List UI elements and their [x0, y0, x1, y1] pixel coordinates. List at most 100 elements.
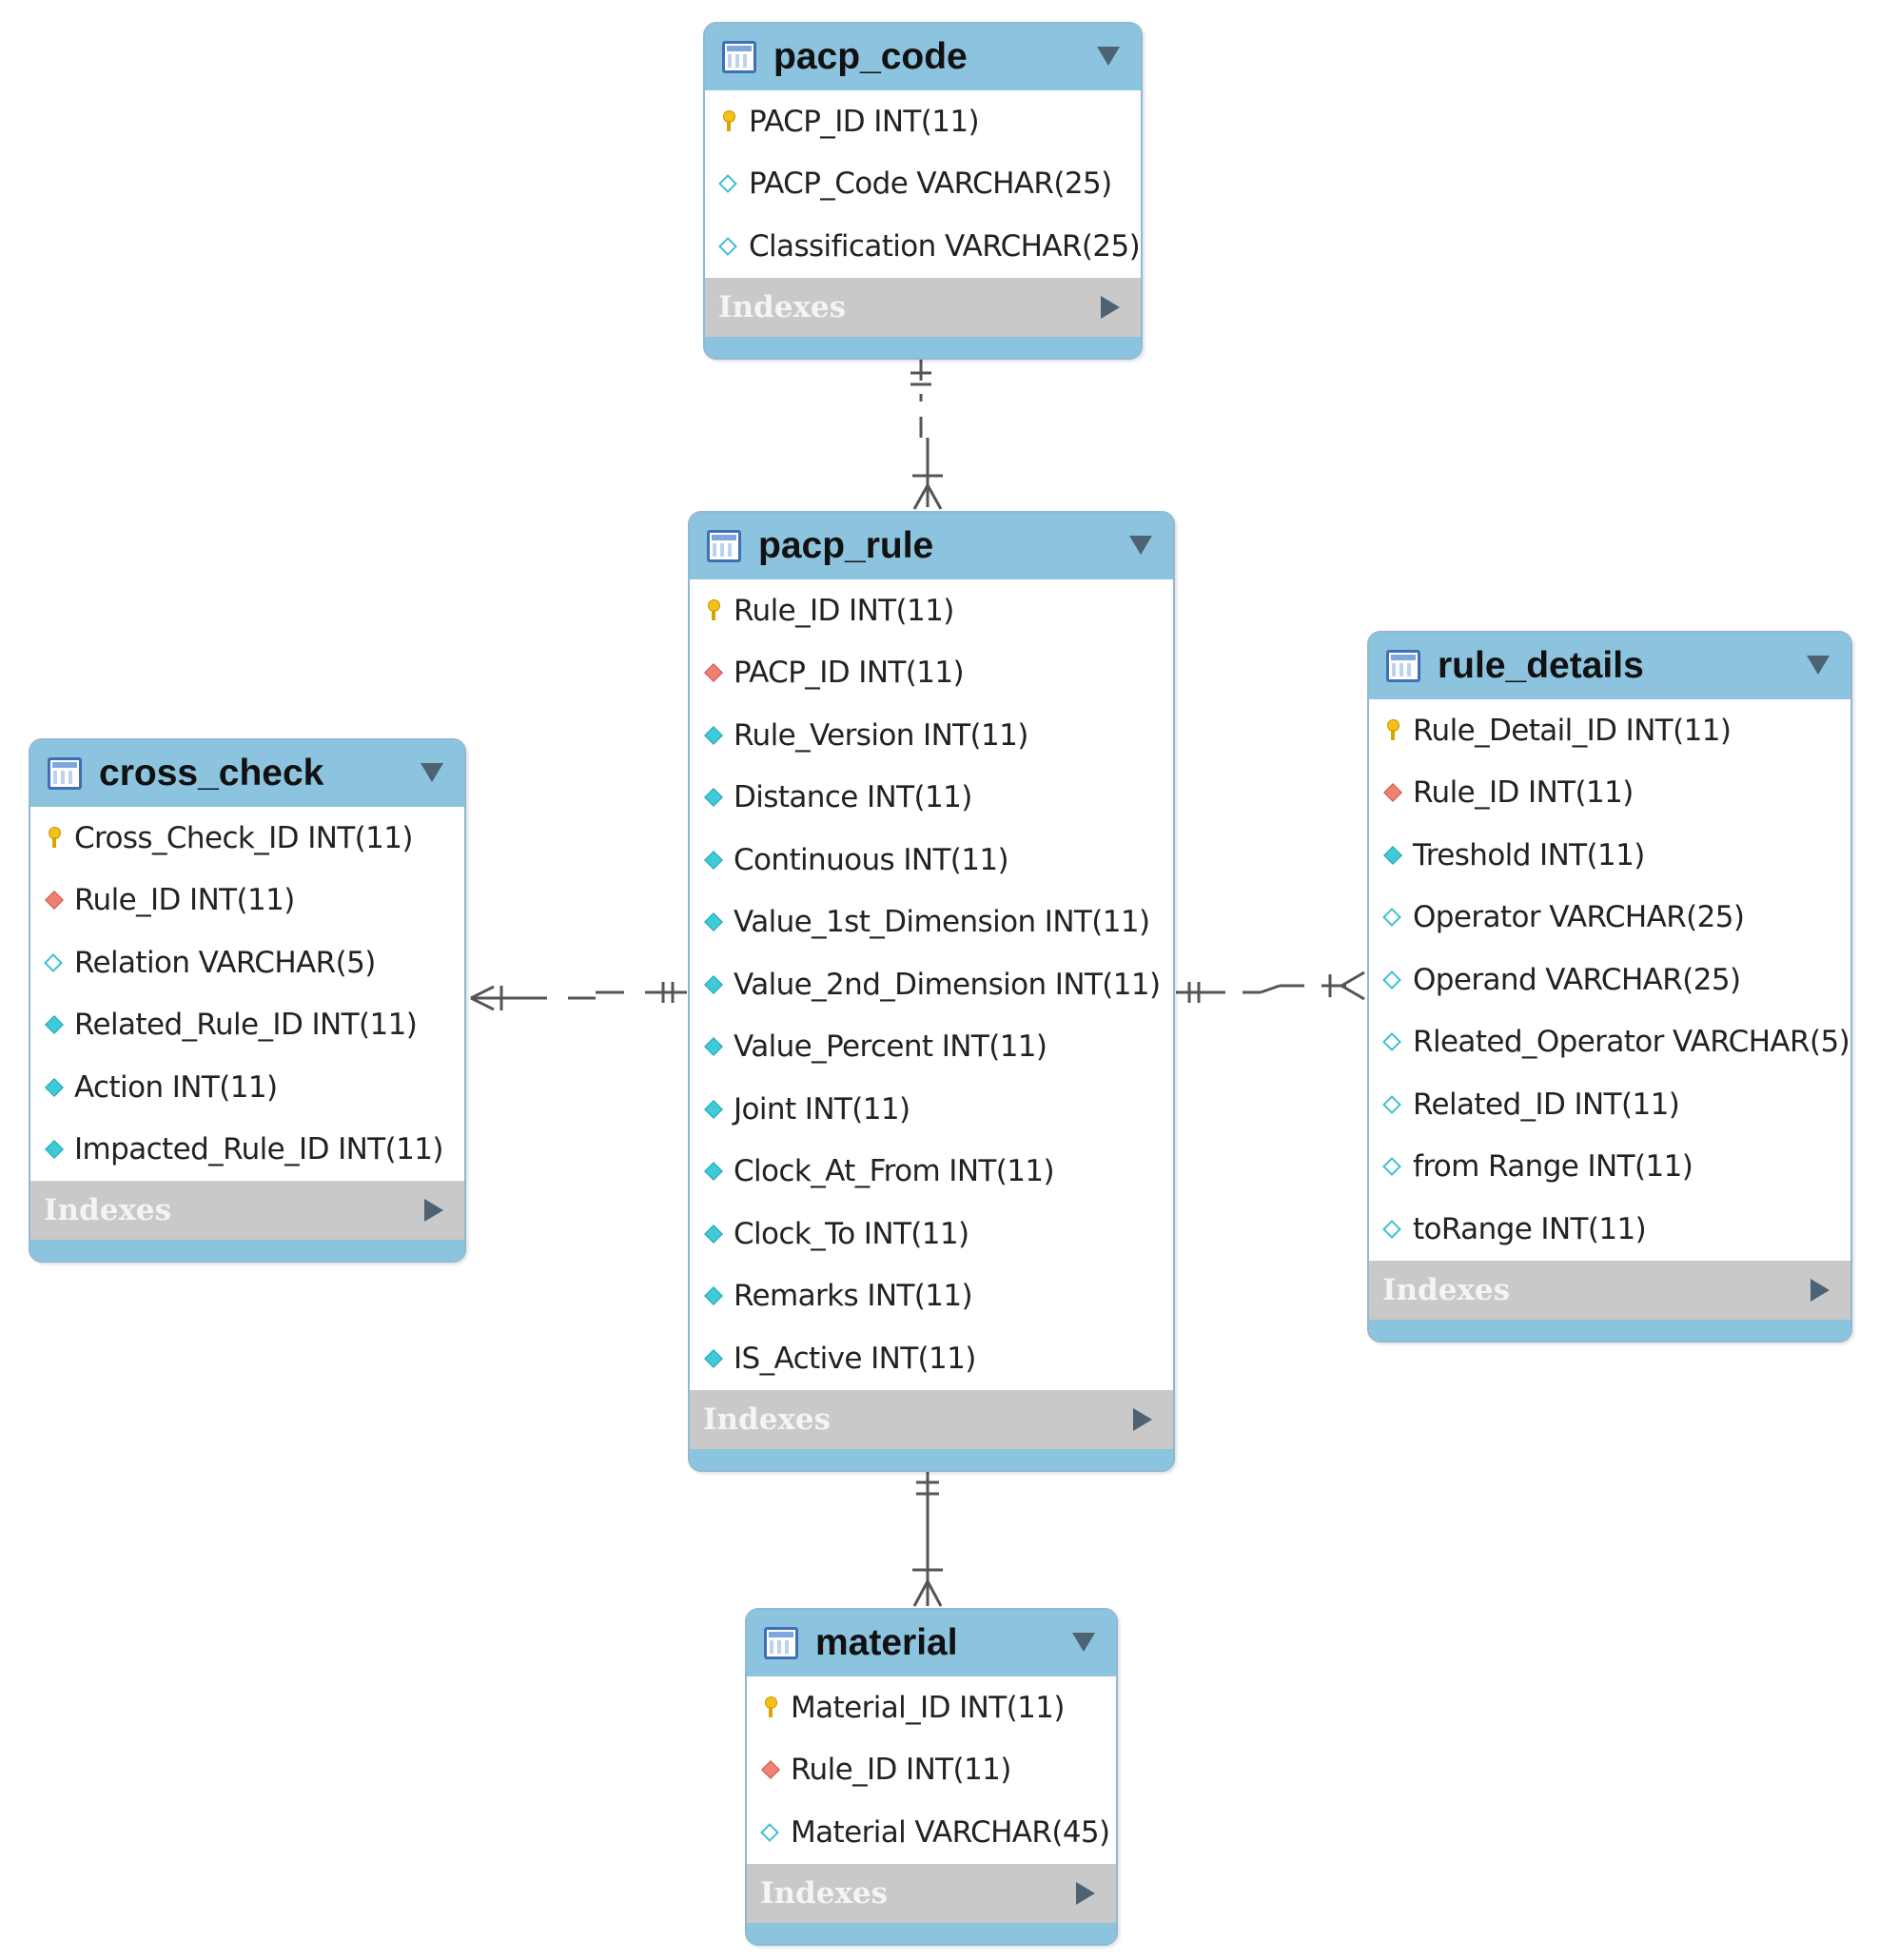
table-rule_details[interactable]: rule_details Rule_Detail_ID INT(11) Rule… — [1367, 631, 1852, 1343]
foreign-key-icon — [1382, 780, 1403, 805]
table-header[interactable]: pacp_rule — [690, 513, 1173, 579]
collapse-caret-icon[interactable] — [1807, 656, 1830, 675]
primary-key-icon — [703, 598, 724, 623]
foreign-key-icon — [703, 660, 724, 685]
column-row[interactable]: Rleated_Operator VARCHAR(5) — [1369, 1011, 1850, 1074]
column-row[interactable]: Rule_ID INT(11) — [30, 870, 464, 932]
nullable-column-icon — [1382, 1092, 1403, 1117]
column-label: Clock_To INT(11) — [734, 1216, 969, 1251]
indexes-section[interactable]: Indexes — [1369, 1260, 1850, 1320]
collapse-caret-icon[interactable] — [1072, 1633, 1095, 1652]
column-row[interactable]: Operator VARCHAR(25) — [1369, 887, 1850, 950]
column-icon — [703, 848, 724, 872]
relationship-pacp_rule-cross_check[interactable] — [470, 982, 687, 1011]
column-label: Rule_ID INT(11) — [734, 593, 954, 628]
table-icon — [48, 757, 82, 790]
indexes-label: Indexes — [703, 1401, 832, 1437]
column-label: toRange INT(11) — [1413, 1211, 1647, 1246]
expand-arrow-icon[interactable] — [1810, 1278, 1830, 1302]
indexes-label: Indexes — [760, 1875, 889, 1911]
column-row[interactable]: from Range INT(11) — [1369, 1136, 1850, 1199]
column-row[interactable]: Rule_ID INT(11) — [747, 1739, 1116, 1802]
column-label: Rule_ID INT(11) — [74, 883, 295, 918]
column-row[interactable]: Operand VARCHAR(25) — [1369, 949, 1850, 1011]
column-icon — [703, 1097, 724, 1122]
expand-arrow-icon[interactable] — [424, 1199, 443, 1222]
column-label: Cross_Check_ID INT(11) — [74, 820, 414, 855]
column-label: Remarks INT(11) — [734, 1279, 973, 1314]
column-label: Relation VARCHAR(5) — [74, 945, 376, 980]
table-footer — [30, 1240, 464, 1261]
column-row[interactable]: Remarks INT(11) — [690, 1265, 1173, 1328]
table-header[interactable]: cross_check — [30, 740, 464, 807]
column-row[interactable]: Value_2nd_Dimension INT(11) — [690, 953, 1173, 1016]
column-label: from Range INT(11) — [1413, 1149, 1693, 1185]
column-row[interactable]: Action INT(11) — [30, 1056, 464, 1119]
column-label: Impacted_Rule_ID INT(11) — [74, 1132, 443, 1167]
table-header[interactable]: pacp_code — [705, 24, 1141, 90]
column-icon — [44, 1137, 65, 1162]
indexes-section[interactable]: Indexes — [747, 1863, 1116, 1923]
column-row[interactable]: Material_ID INT(11) — [747, 1676, 1116, 1739]
relationship-pacp_rule-material[interactable] — [912, 1469, 943, 1607]
collapse-caret-icon[interactable] — [1129, 536, 1152, 555]
column-row[interactable]: Value_Percent INT(11) — [690, 1016, 1173, 1079]
column-label: Joint INT(11) — [734, 1091, 910, 1127]
table-pacp_rule[interactable]: pacp_rule Rule_ID INT(11) PACP_ID INT(11… — [688, 511, 1175, 1472]
column-icon — [703, 910, 724, 934]
column-row[interactable]: IS_Active INT(11) — [690, 1327, 1173, 1390]
column-row[interactable]: Cross_Check_ID INT(11) — [30, 807, 464, 870]
table-pacp_code[interactable]: pacp_code PACP_ID INT(11) PACP_Code VARC… — [703, 22, 1143, 360]
column-row[interactable]: Rule_Detail_ID INT(11) — [1369, 699, 1850, 762]
column-icon — [44, 1075, 65, 1100]
collapse-caret-icon[interactable] — [421, 763, 443, 782]
relationship-pacp_code-pacp_rule[interactable] — [910, 360, 943, 510]
table-cross_check[interactable]: cross_check Cross_Check_ID INT(11) Rule_… — [29, 738, 466, 1263]
column-row[interactable]: Distance INT(11) — [690, 767, 1173, 830]
indexes-section[interactable]: Indexes — [690, 1389, 1173, 1449]
column-row[interactable]: PACP_ID INT(11) — [690, 642, 1173, 705]
table-title: pacp_rule — [758, 525, 934, 566]
indexes-section[interactable]: Indexes — [705, 277, 1141, 337]
relationship-pacp_rule-rule_details[interactable] — [1176, 970, 1365, 1003]
column-row[interactable]: Rule_Version INT(11) — [690, 704, 1173, 767]
expand-arrow-icon[interactable] — [1133, 1407, 1152, 1431]
column-row[interactable]: Material VARCHAR(45) — [747, 1801, 1116, 1864]
column-label: Value_2nd_Dimension INT(11) — [734, 967, 1161, 1002]
table-footer — [690, 1448, 1173, 1470]
table-header[interactable]: material — [747, 1610, 1116, 1676]
column-row[interactable]: Treshold INT(11) — [1369, 824, 1850, 887]
column-row[interactable]: PACP_Code VARCHAR(25) — [705, 153, 1141, 216]
column-row[interactable]: Value_1st_Dimension INT(11) — [690, 892, 1173, 954]
column-row[interactable]: Classification VARCHAR(25) — [705, 215, 1141, 278]
column-row[interactable]: Rule_ID INT(11) — [690, 579, 1173, 642]
nullable-column-icon — [760, 1820, 781, 1845]
table-header[interactable]: rule_details — [1369, 633, 1850, 699]
column-row[interactable]: Relation VARCHAR(5) — [30, 931, 464, 994]
foreign-key-icon — [44, 888, 65, 912]
table-icon — [722, 41, 756, 73]
nullable-column-icon — [718, 234, 739, 259]
column-row[interactable]: Impacted_Rule_ID INT(11) — [30, 1119, 464, 1182]
foreign-key-icon — [760, 1757, 781, 1782]
column-row[interactable]: Rule_ID INT(11) — [1369, 762, 1850, 825]
nullable-column-icon — [1382, 1217, 1403, 1242]
column-row[interactable]: Joint INT(11) — [690, 1078, 1173, 1141]
primary-key-icon — [44, 826, 65, 851]
column-row[interactable]: PACP_ID INT(11) — [705, 90, 1141, 153]
column-row[interactable]: Related_ID INT(11) — [1369, 1073, 1850, 1136]
indexes-section[interactable]: Indexes — [30, 1181, 464, 1240]
expand-arrow-icon[interactable] — [1076, 1881, 1095, 1905]
column-row[interactable]: Clock_To INT(11) — [690, 1203, 1173, 1265]
column-row[interactable]: Continuous INT(11) — [690, 829, 1173, 892]
column-label: Treshold INT(11) — [1413, 837, 1645, 872]
collapse-caret-icon[interactable] — [1097, 47, 1120, 66]
column-label: PACP_ID INT(11) — [749, 104, 980, 139]
table-material[interactable]: material Material_ID INT(11) Rule_ID INT… — [745, 1608, 1118, 1946]
column-icon — [44, 1012, 65, 1037]
column-row[interactable]: Related_Rule_ID INT(11) — [30, 994, 464, 1057]
column-row[interactable]: Clock_At_From INT(11) — [690, 1141, 1173, 1204]
column-row[interactable]: toRange INT(11) — [1369, 1198, 1850, 1261]
expand-arrow-icon[interactable] — [1101, 295, 1120, 319]
